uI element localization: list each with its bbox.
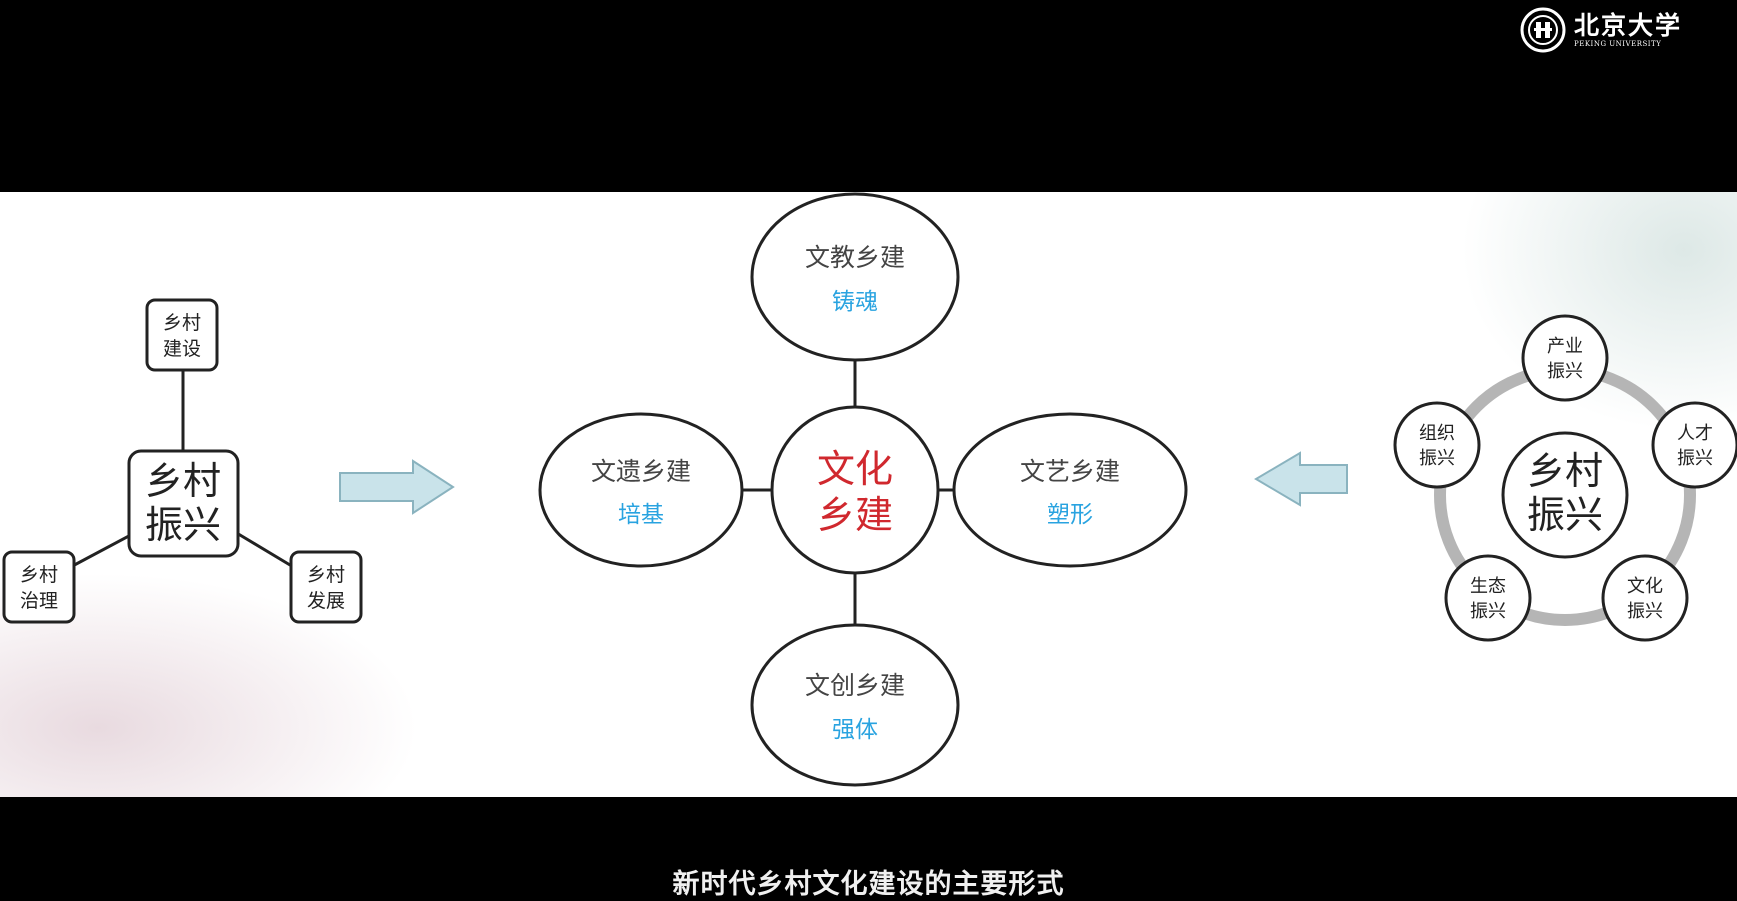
right-node-industry-line2: 振兴 [1547,361,1583,382]
oval-arts-title: 文艺乡建 [1020,457,1120,486]
bottom-letterbox [0,797,1737,898]
left-center-line1: 乡村 [145,459,221,503]
right-node-ecology: 生态 振兴 [1444,554,1532,642]
oval-creative: 文创乡建 强体 [750,623,960,787]
left-node-construction-line2: 建设 [163,338,201,360]
oval-education-title: 文教乡建 [805,243,905,272]
oval-education-sub: 铸魂 [832,289,878,315]
logo-name-en: PEKING UNIVERSITY [1574,40,1662,48]
left-node-construction-line1: 乡村 [163,312,201,334]
left-node-governance-line2: 治理 [20,590,58,612]
university-seal-icon [1520,7,1566,53]
right-node-culture-line1: 文化 [1627,576,1663,597]
core-line2: 乡建 [817,493,893,537]
oval-creative-title: 文创乡建 [805,671,905,700]
oval-creative-sub: 强体 [832,717,878,743]
right-node-talent: 人才 振兴 [1651,401,1737,489]
oval-education: 文教乡建 铸魂 [750,192,960,362]
right-node-industry: 产业 振兴 [1521,314,1609,402]
right-hub-line2: 振兴 [1527,493,1603,537]
oval-arts: 文艺乡建 塑形 [952,412,1188,568]
left-node-construction: 乡村 建设 [145,298,219,372]
left-diagram: 乡村 建设 乡村 振兴 乡村 治理 乡村 发展 [2,298,363,624]
left-node-development: 乡村 发展 [289,550,363,624]
top-letterbox [0,0,1737,192]
core-line1: 文化 [817,447,893,491]
right-node-organization-line2: 振兴 [1419,448,1455,469]
center-diagram: 文教乡建 铸魂 文遗乡建 培基 文艺乡建 塑形 文创乡建 强体 文化 乡建 [538,192,1188,787]
logo-name-cn: 北京大学 [1574,11,1683,40]
right-node-organization: 组织 振兴 [1393,401,1481,489]
right-node-ecology-line1: 生态 [1470,576,1506,597]
arrow-right [339,459,455,515]
right-node-talent-line1: 人才 [1677,423,1713,444]
right-hub: 乡村 振兴 [1501,431,1629,559]
right-node-ecology-line2: 振兴 [1470,601,1506,622]
right-node-culture: 文化 振兴 [1601,554,1689,642]
left-center-line2: 振兴 [145,503,221,547]
right-node-organization-line1: 组织 [1419,423,1455,444]
right-node-talent-line2: 振兴 [1677,448,1713,469]
right-diagram: 乡村 振兴 产业 振兴 人才 振兴 文化 振兴 生态 振兴 组织 振兴 [1393,314,1737,642]
university-logo: 北京大学 PEKING UNIVERSITY [1520,6,1682,54]
right-node-culture-line2: 振兴 [1627,601,1663,622]
left-node-governance-line1: 乡村 [20,564,58,586]
left-node-development-line1: 乡村 [307,564,345,586]
oval-heritage: 文遗乡建 培基 [538,412,744,568]
right-node-industry-line1: 产业 [1547,336,1583,357]
arrow-left [1254,451,1348,507]
left-node-governance: 乡村 治理 [2,550,76,624]
oval-heritage-title: 文遗乡建 [591,457,691,486]
subtitle-caption: 新时代乡村文化建设的主要形式 [672,869,1065,900]
left-node-development-line2: 发展 [307,590,345,612]
oval-heritage-sub: 培基 [618,502,664,528]
left-center-box: 乡村 振兴 [127,449,240,558]
culture-rural-construction-diagram: 乡村 建设 乡村 振兴 乡村 治理 乡村 发展 文教乡 [2,192,1737,787]
watercolor-wash-right [1460,192,1737,432]
core-circle: 文化 乡建 [770,405,940,575]
right-hub-line1: 乡村 [1527,449,1603,493]
oval-arts-sub: 塑形 [1047,502,1093,528]
